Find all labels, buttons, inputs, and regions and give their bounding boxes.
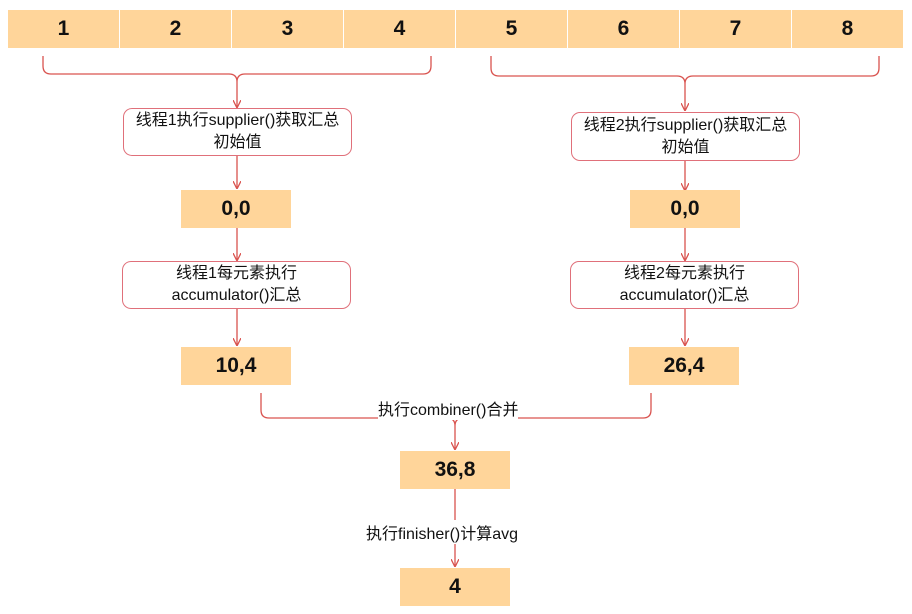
array-cell-4: 4 xyxy=(344,10,455,48)
thread2-partial-result: 26,4 xyxy=(629,347,739,385)
thread2-supplier-step: 线程2执行supplier()获取汇总初始值 xyxy=(571,112,800,161)
array-cell-3: 3 xyxy=(232,10,343,48)
array-cell-8: 8 xyxy=(792,10,903,48)
thread1-accumulator-step: 线程1每元素执行accumulator()汇总 xyxy=(122,261,351,309)
thread1-partial-result: 10,4 xyxy=(181,347,291,385)
array-cell-2: 2 xyxy=(120,10,231,48)
combined-result: 36,8 xyxy=(400,451,510,489)
brace-thread1-input xyxy=(42,56,432,83)
thread2-initial-value: 0,0 xyxy=(630,190,740,228)
array-cell-5: 5 xyxy=(456,10,567,48)
array-cell-6: 6 xyxy=(568,10,679,48)
thread1-supplier-step: 线程1执行supplier()获取汇总初始值 xyxy=(123,108,352,156)
array-cell-1: 1 xyxy=(8,10,119,48)
combiner-label: 执行combiner()合并 xyxy=(378,396,519,420)
finisher-label: 执行finisher()计算avg xyxy=(364,520,521,544)
thread2-accumulator-step: 线程2每元素执行accumulator()汇总 xyxy=(570,261,799,309)
final-result: 4 xyxy=(400,568,510,606)
array-cell-7: 7 xyxy=(680,10,791,48)
thread1-initial-value: 0,0 xyxy=(181,190,291,228)
brace-thread2-input xyxy=(490,56,880,85)
